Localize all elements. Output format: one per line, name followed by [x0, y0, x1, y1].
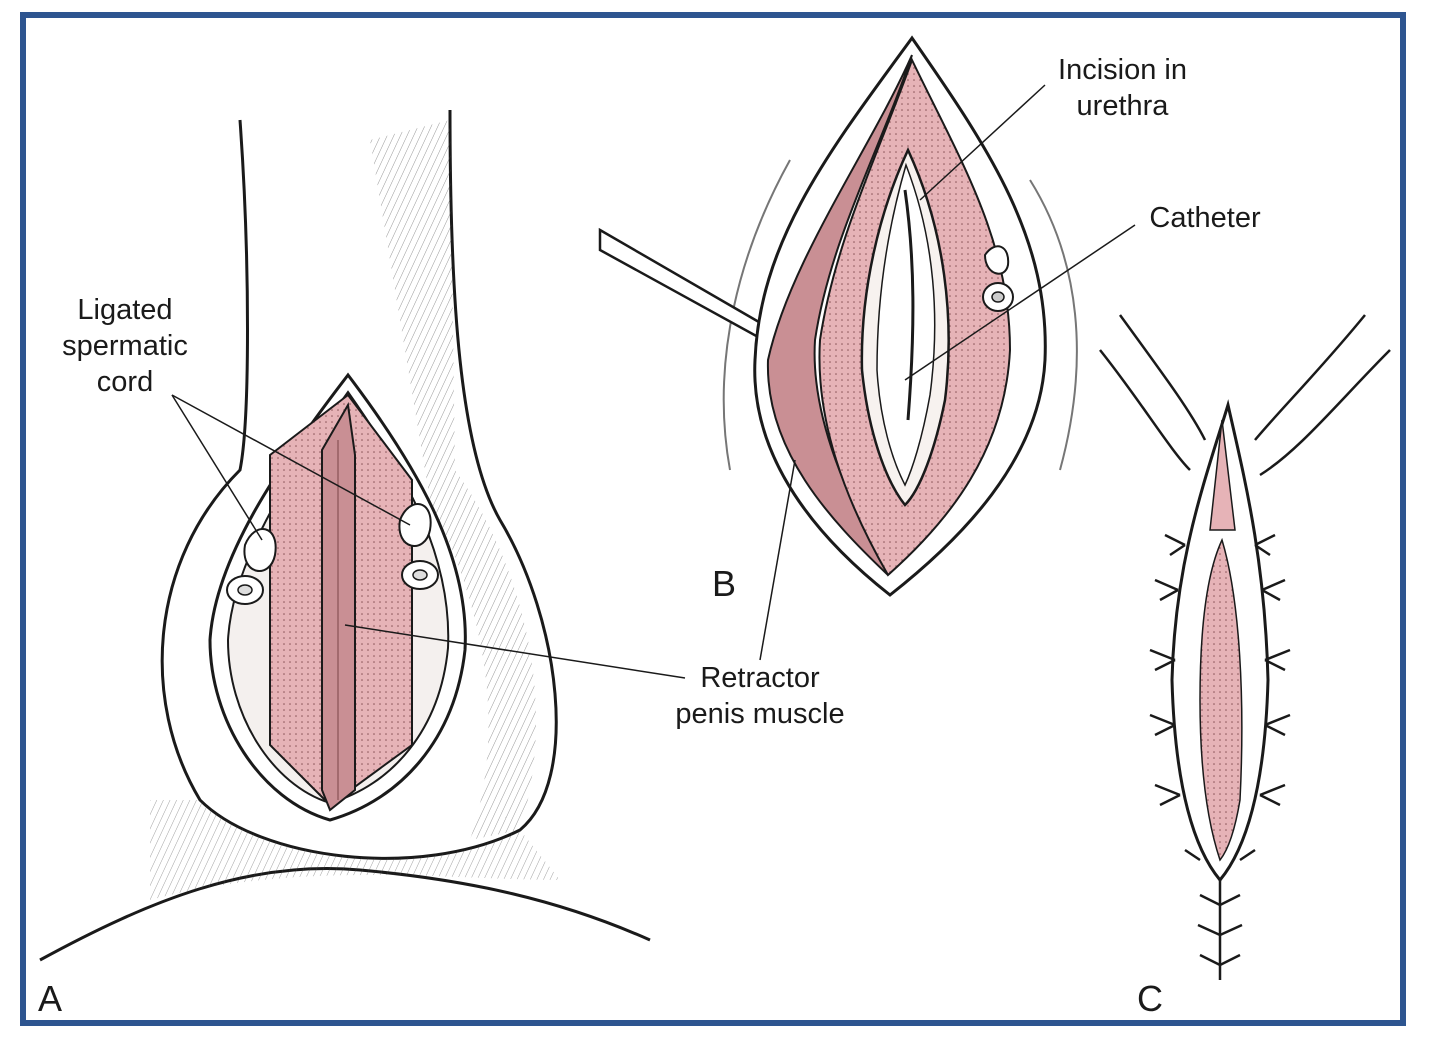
label-retractor-penis-muscle: Retractor penis muscle: [655, 660, 865, 732]
label-retractor-line-2: penis muscle: [675, 698, 845, 730]
label-spermatic-line-3: cord: [96, 366, 154, 398]
panel-a-shading: [370, 120, 536, 840]
panel-a-drawing: [39, 109, 686, 962]
label-spermatic-line-2: spermatic: [62, 330, 188, 362]
leader-spermatic-cord-right: [171, 394, 411, 526]
label-incision-line-1: Incision in: [1058, 54, 1187, 86]
leader-catheter: [904, 224, 1136, 381]
panel-label-b: B: [712, 563, 737, 604]
panel-a-body-outline: [160, 109, 558, 860]
label-spermatic-line-1: Ligated: [77, 294, 173, 326]
panel-label-a: A: [38, 978, 63, 1019]
panel-c-drawing: [1099, 314, 1391, 980]
label-retractor-line-1: Retractor: [700, 662, 820, 694]
panel-a-base: [39, 866, 651, 962]
panel-b-drawing: [598, 35, 1136, 661]
leader-spermatic-cord-left: [171, 394, 263, 541]
leader-retractor-penis-b: [759, 459, 796, 661]
label-catheter-line-1: Catheter: [1149, 202, 1261, 234]
label-incision-in-urethra: Incision in urethra: [1040, 52, 1205, 124]
label-incision-line-2: urethra: [1076, 90, 1169, 122]
label-ligated-spermatic-cord: Ligated spermatic cord: [50, 292, 200, 400]
panel-a-spermatic-cord-left: [226, 528, 277, 605]
leader-incision-urethra: [919, 84, 1046, 201]
label-catheter: Catheter: [1135, 200, 1275, 236]
panel-a-spermatic-cord-right: [398, 503, 439, 590]
panel-a-base-shading: [150, 800, 560, 900]
panel-label-c: C: [1137, 978, 1163, 1019]
leader-retractor-penis: [344, 624, 686, 679]
panel-b-catheter: [982, 245, 1014, 312]
